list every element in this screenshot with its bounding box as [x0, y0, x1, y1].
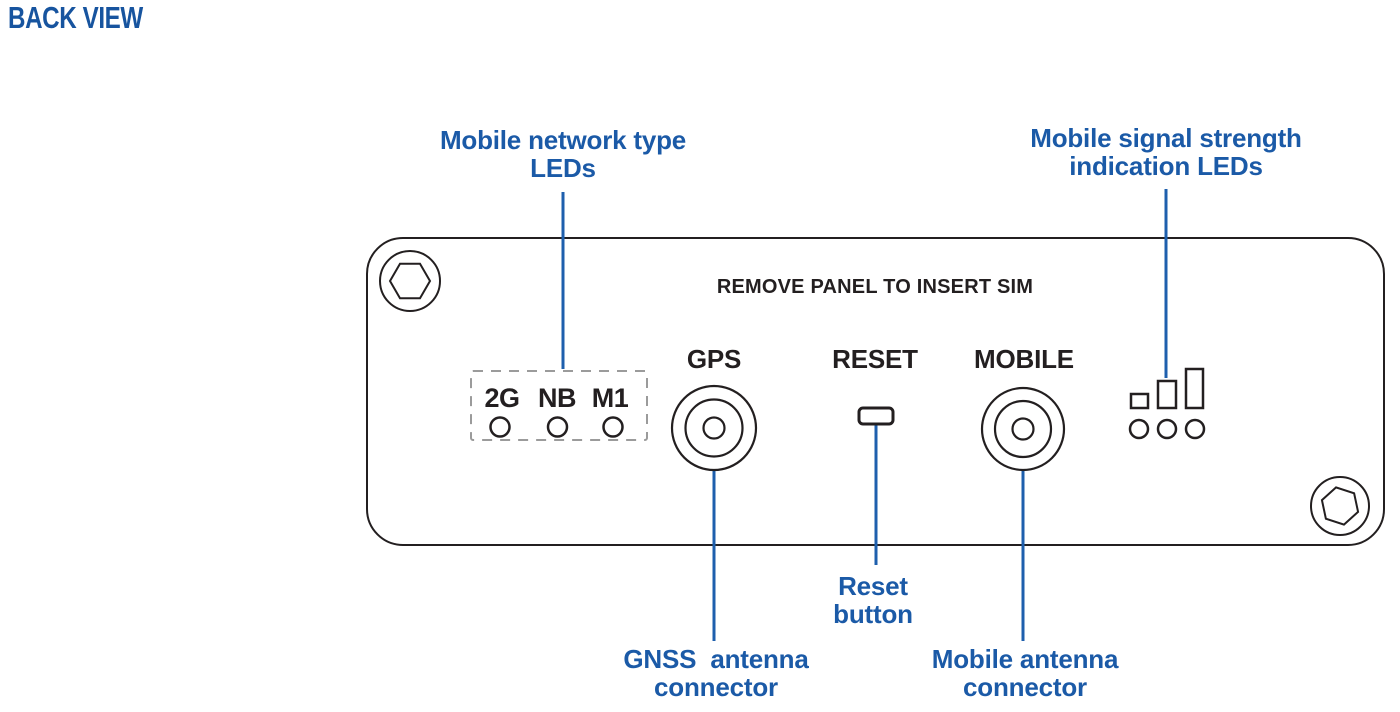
network-led-label-2g: 2G — [484, 383, 520, 413]
callout-label-line: Mobile signal strength — [1030, 123, 1302, 153]
callout-label-gnss-connector: GNSS antenna connector — [566, 645, 866, 701]
callout-label-signal-strength-leds: Mobile signal strength indication LEDs — [1011, 124, 1321, 180]
callout-label-network-type-leds: Mobile network type LEDs — [413, 126, 713, 182]
network-led-dashed-box — [470, 370, 648, 441]
led-icon-2g — [489, 416, 511, 438]
led-icon-m1 — [602, 416, 624, 438]
callout-label-line: LEDs — [530, 153, 596, 183]
screw-icon-top-left — [379, 250, 441, 312]
network-led-label-m1: M1 — [591, 383, 629, 413]
callout-label-line: Mobile network type — [439, 125, 687, 155]
callout-label-line: GNSS antenna — [623, 644, 809, 674]
callout-label-reset-button: Reset button — [773, 572, 973, 628]
signal-strength-led-group — [1128, 367, 1206, 440]
mobile-port-label: MOBILE — [974, 344, 1074, 374]
signal-led-icon-1 — [1128, 418, 1150, 440]
signal-led-icon-3 — [1184, 418, 1206, 440]
signal-bar-medium-icon — [1156, 379, 1178, 410]
callout-label-line: indication LEDs — [1069, 151, 1263, 181]
led-icon-nb — [546, 416, 569, 438]
reset-port-label: RESET — [832, 344, 918, 374]
callout-label-line: connector — [963, 672, 1087, 702]
callout-label-line: button — [833, 599, 913, 629]
callout-label-line: Mobile antenna — [931, 644, 1119, 674]
gnss-antenna-connector-icon — [670, 384, 758, 472]
signal-led-icon-2 — [1156, 418, 1178, 440]
callout-label-mobile-connector: Mobile antenna connector — [875, 645, 1175, 701]
signal-bar-large-icon — [1184, 367, 1205, 410]
signal-bar-small-icon — [1129, 392, 1150, 410]
network-type-led-group — [470, 370, 648, 441]
mobile-antenna-connector-icon — [980, 386, 1066, 472]
network-led-label-nb: NB — [538, 383, 577, 413]
sim-notice-label: REMOVE PANEL TO INSERT SIM — [716, 276, 1034, 298]
page-title: BACK VIEW — [8, 0, 143, 35]
reset-button-icon — [857, 406, 895, 426]
screw-icon-bottom-right — [1310, 476, 1370, 536]
callout-label-line: Reset — [838, 571, 908, 601]
callout-label-line: connector — [654, 672, 778, 702]
gps-port-label: GPS — [686, 344, 742, 374]
